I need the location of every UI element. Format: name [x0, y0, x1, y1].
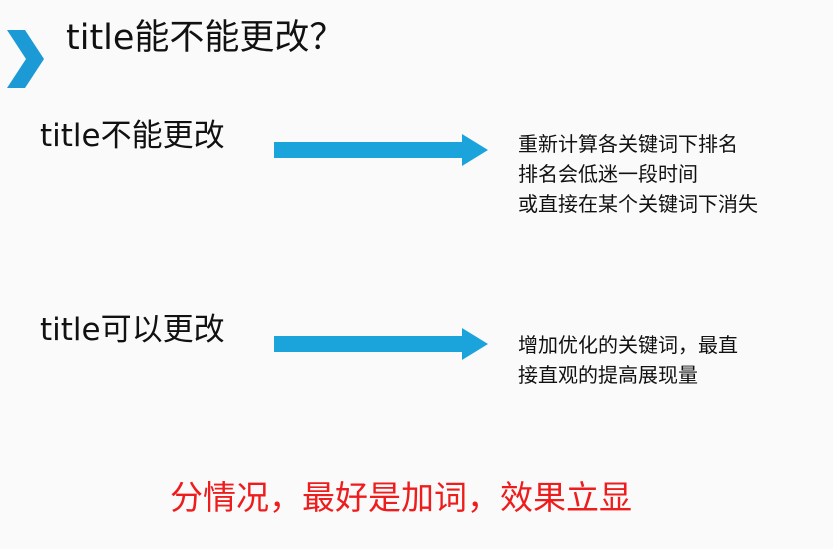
case-label-cannot-change: title不能更改 — [40, 118, 225, 154]
conclusion-text: 分情况，最好是加词，效果立显 — [170, 478, 632, 517]
arrow-right-icon — [274, 328, 488, 360]
result-line: 重新计算各关键词下排名 — [518, 132, 738, 156]
result-text-can-change: 增加优化的关键词，最直 接直观的提高展现量 — [518, 330, 738, 390]
case-label-can-change: title可以更改 — [40, 312, 225, 348]
result-line: 或直接在某个关键词下消失 — [518, 192, 758, 216]
chevron-right-icon — [7, 30, 44, 88]
result-line: 增加优化的关键词，最直 — [518, 333, 738, 357]
arrow-right-icon — [274, 134, 488, 166]
result-line: 排名会低迷一段时间 — [518, 162, 698, 186]
result-text-cannot-change: 重新计算各关键词下排名 排名会低迷一段时间 或直接在某个关键词下消失 — [518, 129, 758, 219]
slide-title: title能不能更改？ — [66, 18, 345, 58]
result-line: 接直观的提高展现量 — [518, 363, 698, 387]
